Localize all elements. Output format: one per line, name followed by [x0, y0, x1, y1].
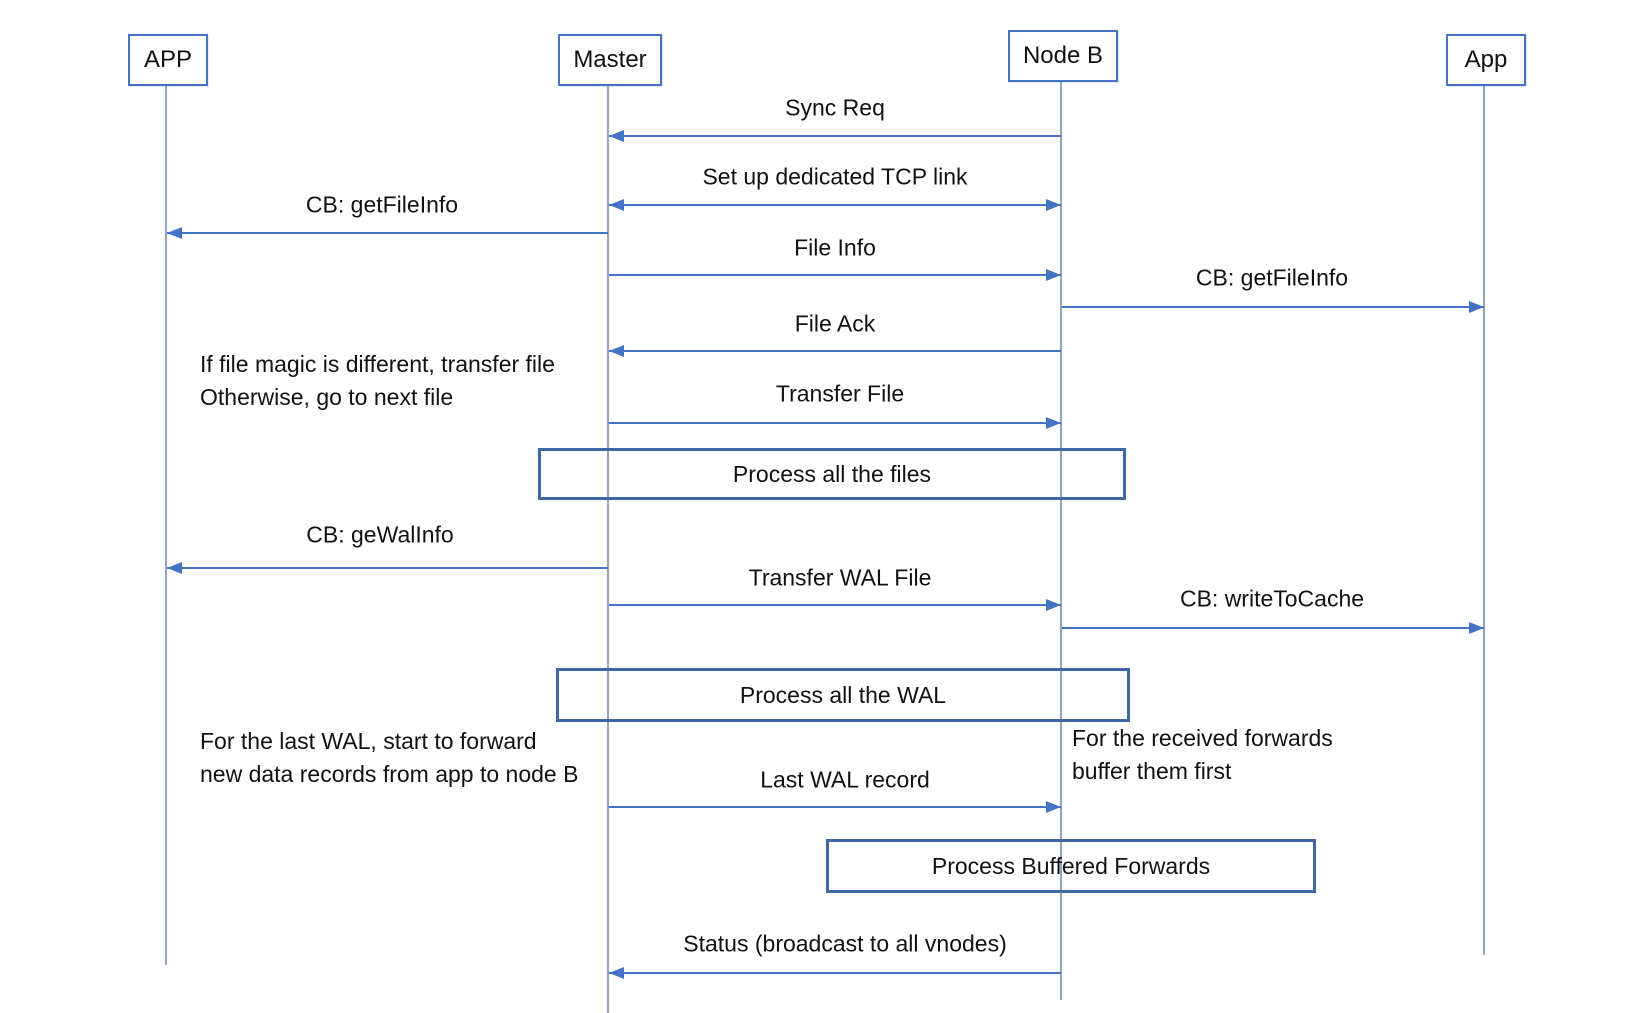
received-forwards-note: For the received forwards buffer them fi… [1072, 725, 1333, 784]
file-info-arrow [609, 269, 1061, 281]
status-label: Status (broadcast to all vnodes) [683, 930, 1007, 957]
actor-label-app-left: APP [143, 46, 193, 73]
process-all-files-box: Process all the files [538, 448, 1126, 500]
file-ack-label: File Ack [794, 310, 876, 337]
cb-writetocache-label: CB: writeToCache [1179, 585, 1365, 612]
cb-getfileinfo-left-arrow [167, 227, 608, 239]
actor-box-master: Master [558, 34, 662, 86]
last-wal-label: Last WAL record [760, 766, 930, 793]
file-magic-note: If file magic is different, transfer fil… [200, 351, 555, 410]
tcp-link-label: Set up dedicated TCP link [702, 163, 968, 190]
process-buffered-forwards-box: Process Buffered Forwards [826, 839, 1316, 893]
node-b-lifeline [1060, 78, 1062, 1000]
transfer-wal-arrow [609, 599, 1061, 611]
process-all-files-label: Process all the files [732, 460, 932, 487]
status-arrow [609, 967, 1061, 979]
cb-getfileinfo-right-label: CB: getFileInfo [1195, 264, 1349, 291]
app-right-lifeline [1483, 82, 1485, 955]
actor-box-app-left: APP [128, 34, 208, 86]
file-ack-arrow [609, 345, 1061, 357]
process-buffered-forwards-label: Process Buffered Forwards [931, 852, 1211, 879]
tcp-link-arrow [609, 199, 1061, 211]
last-wal-note: For the last WAL, start to forward new d… [200, 728, 579, 787]
transfer-wal-label: Transfer WAL File [748, 564, 932, 591]
cb-getfileinfo-right-arrow [1062, 301, 1484, 313]
cb-gewalinfo-arrow [167, 562, 608, 574]
transfer-file-arrow [609, 417, 1061, 429]
cb-getfileinfo-left-label: CB: getFileInfo [305, 191, 459, 218]
last-wal-arrow [609, 801, 1061, 813]
actor-label-master: Master [573, 46, 647, 73]
actor-label-app-right: App [1464, 46, 1508, 73]
sync-req-arrow [609, 130, 1061, 142]
cb-gewalinfo-label: CB: geWalInfo [306, 521, 454, 548]
process-all-wal-box: Process all the WAL [556, 668, 1130, 722]
actor-box-app-right: App [1446, 34, 1526, 86]
sync-req-label: Sync Req [785, 94, 885, 121]
file-info-label: File Info [794, 234, 876, 261]
process-all-wal-label: Process all the WAL [739, 681, 947, 708]
app-left-lifeline [165, 82, 167, 965]
actor-box-node-b: Node B [1008, 30, 1118, 82]
actor-label-node-b: Node B [1022, 42, 1104, 69]
transfer-file-label: Transfer File [775, 380, 905, 407]
master-lifeline [607, 82, 609, 1013]
cb-writetocache-arrow [1062, 622, 1484, 634]
